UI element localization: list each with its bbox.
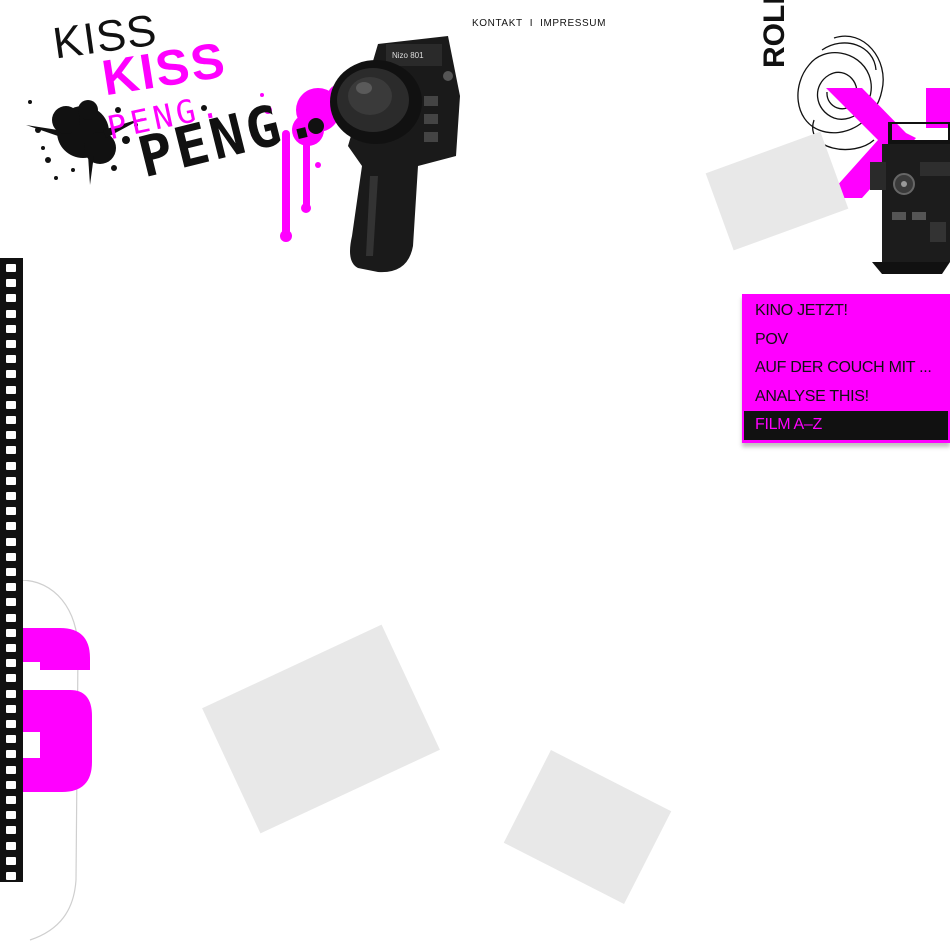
filmstrip-hole: [6, 856, 16, 865]
pink-letter-shape: [0, 628, 92, 792]
filmstrip-hole: [6, 476, 16, 485]
filmstrip-hole: [6, 628, 16, 637]
filmstrip-hole: [6, 431, 16, 440]
filmstrip-hole: [6, 689, 16, 698]
side-text: ROLL: [758, 0, 788, 68]
filmstrip-hole: [6, 872, 16, 880]
filmstrip-hole: [6, 720, 16, 728]
filmstrip-hole: [6, 598, 16, 607]
filmstrip-hole: [6, 370, 16, 379]
impressum-link[interactable]: IMPRESSUM: [540, 18, 607, 29]
menu-item-pov[interactable]: POV: [755, 330, 788, 348]
filmstrip-hole: [6, 735, 16, 744]
filmstrip-hole: [6, 461, 16, 470]
filmstrip-hole: [6, 355, 16, 364]
filmstrip-hole: [6, 811, 16, 820]
filmstrip-icon: [0, 258, 23, 882]
filmstrip-hole: [6, 400, 16, 409]
filmstrip-hole: [6, 841, 16, 850]
filmstrip-hole: [6, 522, 16, 531]
filmstrip-hole: [6, 644, 16, 652]
filmstrip-hole: [6, 446, 16, 455]
filmstrip-hole: [6, 340, 16, 348]
filmstrip-hole: [6, 704, 16, 713]
filmstrip-hole: [6, 492, 16, 500]
filmstrip-hole: [6, 659, 16, 668]
filmstrip-hole: [6, 264, 16, 272]
filmstrip-hole: [6, 796, 16, 804]
filmstrip-hole: [6, 826, 16, 835]
main-menu: KINO JETZT! POV AUF DER COUCH MIT ... AN…: [742, 294, 950, 443]
filmstrip-hole: [6, 294, 16, 303]
film-projector-icon: [870, 122, 950, 274]
filmstrip-hole: [6, 750, 16, 759]
grey-placeholder-square: [705, 131, 849, 251]
top-nav: KONTAKT I IMPRESSUM: [472, 18, 606, 29]
filmstrip-hole: [6, 613, 16, 622]
filmstrip-hole: [6, 507, 16, 516]
scribble-icon: [797, 35, 884, 151]
svg-text:Nizo 801: Nizo 801: [392, 51, 424, 60]
filmstrip-hole: [6, 765, 16, 774]
super8-camera-icon: Nizo 801: [330, 36, 460, 273]
side-vertical-text: ROLL: [756, 0, 788, 68]
filmstrip-hole: [6, 674, 16, 683]
menu-item-analyse-this[interactable]: ANALYSE THIS!: [755, 387, 869, 405]
filmstrip-hole: [6, 416, 16, 424]
filmstrip-hole: [6, 385, 16, 394]
grey-placeholder-square: [202, 624, 440, 834]
filmstrip-hole: [6, 552, 16, 561]
menu-item-kino-jetzt[interactable]: KINO JETZT!: [755, 302, 848, 319]
filmstrip-hole: [6, 279, 16, 288]
kontakt-link[interactable]: KONTAKT: [472, 18, 523, 29]
filmstrip-hole: [6, 537, 16, 546]
menu-item-film-a-z[interactable]: FILM A–Z: [744, 411, 948, 440]
grey-placeholder-square: [503, 750, 672, 904]
nav-separator: I: [529, 18, 534, 29]
filmstrip-hole: [6, 568, 16, 576]
filmstrip-hole: [6, 324, 16, 333]
filmstrip-hole: [6, 309, 16, 318]
filmstrip-hole: [6, 780, 16, 789]
menu-item-auf-der-couch-mit[interactable]: AUF DER COUCH MIT ...: [755, 359, 932, 377]
filmstrip-hole: [6, 583, 16, 592]
